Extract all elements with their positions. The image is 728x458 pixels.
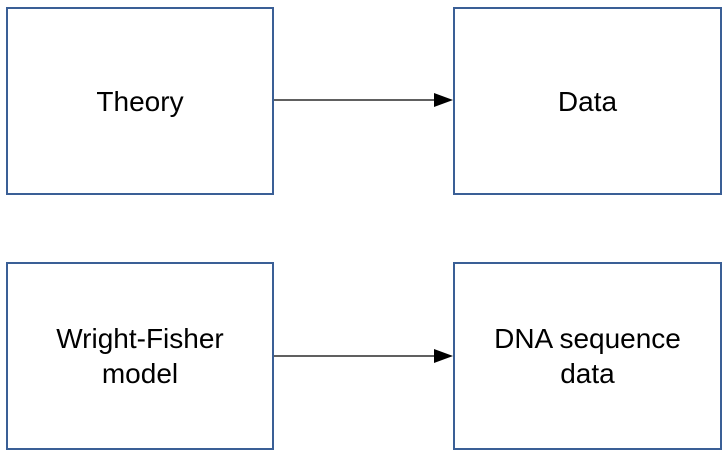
- node-dna-sequence-data-label: DNA sequence data: [494, 323, 681, 389]
- arrow-theory-to-data: [274, 93, 453, 107]
- node-theory: Theory: [6, 7, 274, 195]
- node-dna-sequence-data: DNA sequence data: [453, 262, 722, 450]
- node-theory-label: Theory: [96, 85, 184, 117]
- node-wright-fisher-model: Wright-Fisher model: [6, 262, 274, 450]
- node-wright-fisher-model-label: Wright-Fisher model: [56, 323, 224, 389]
- node-data-label: Data: [557, 85, 618, 117]
- arrow-wright-fisher-to-dna-sequence: [274, 349, 453, 363]
- node-data: Data: [453, 7, 722, 195]
